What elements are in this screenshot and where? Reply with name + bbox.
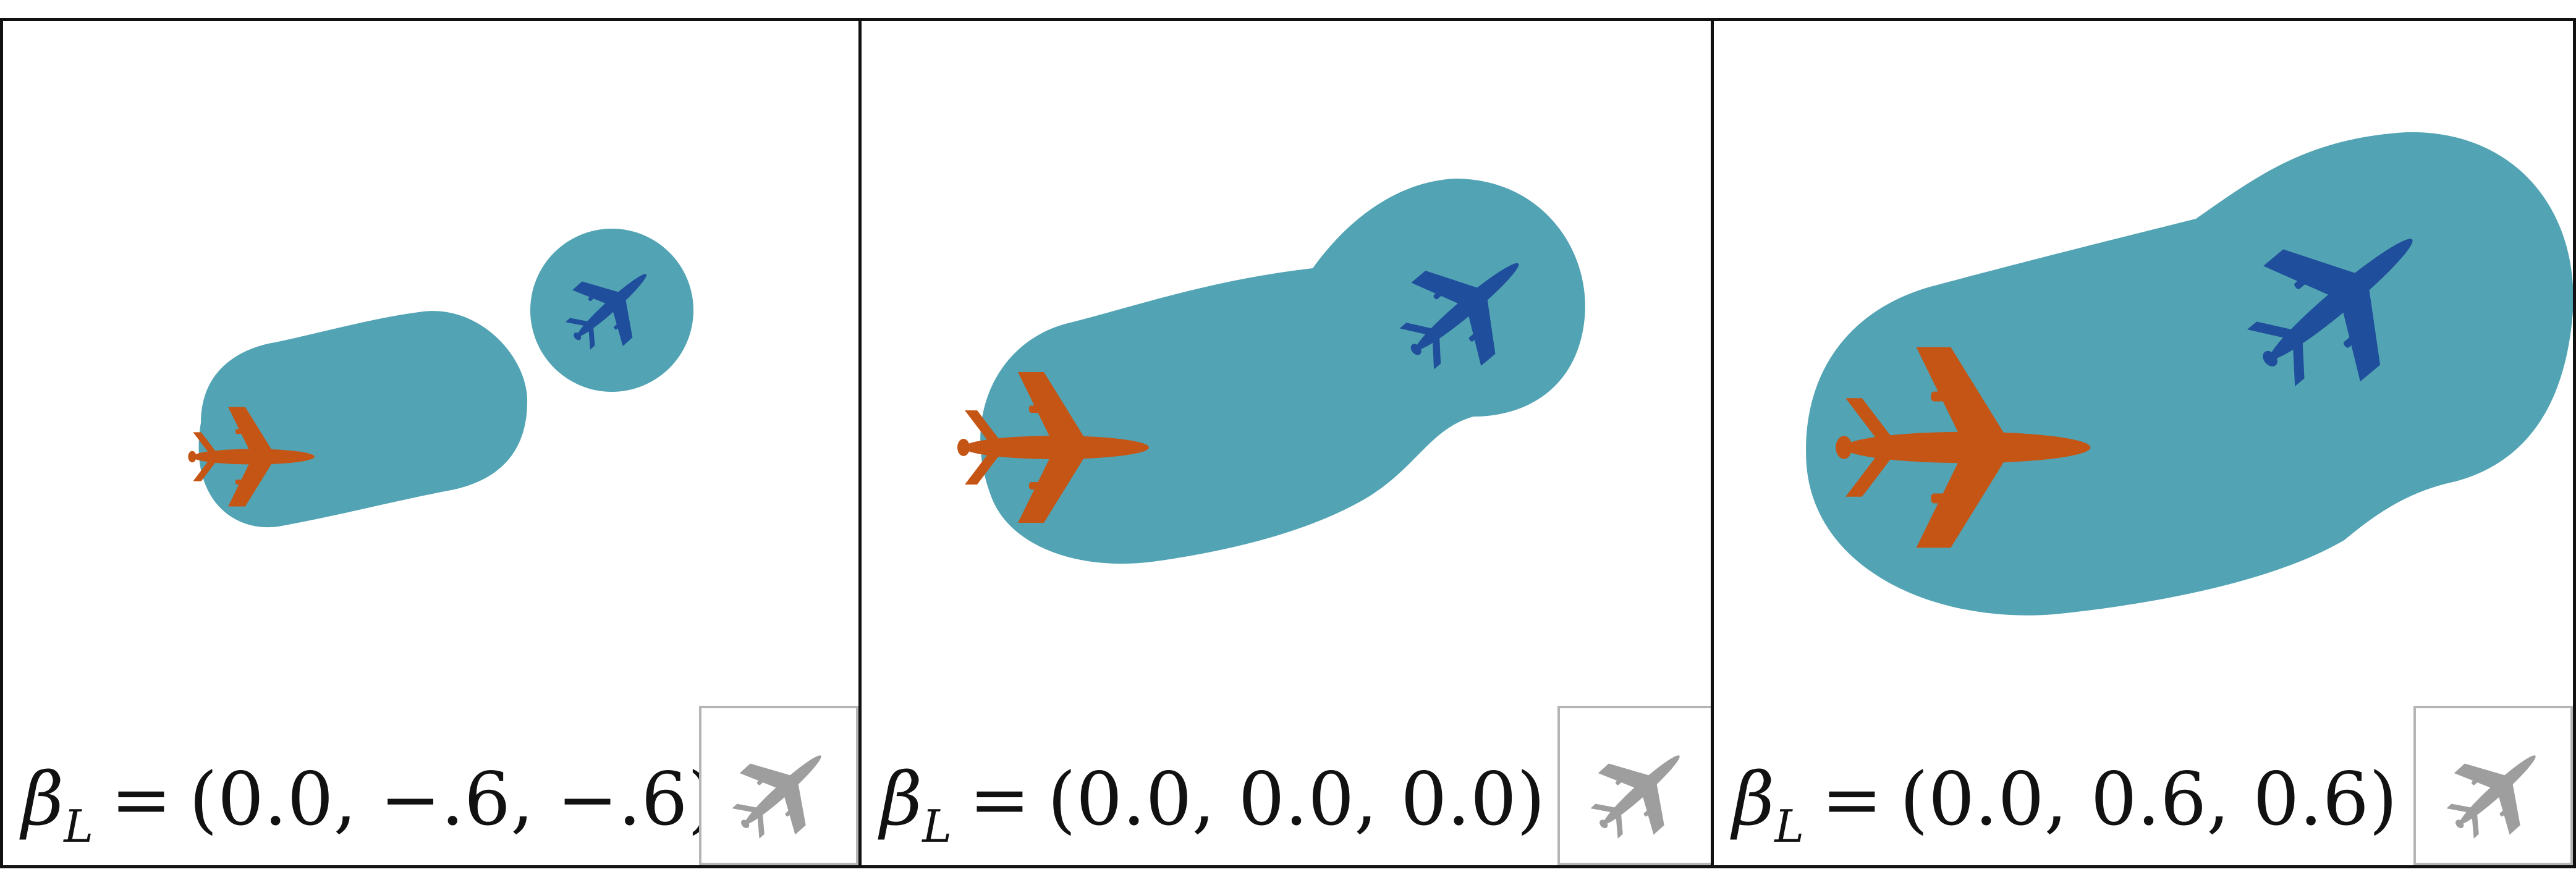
inset-legend-1 [699, 706, 858, 865]
panel-2: βL=(0.0, 0.0, 0.0) [858, 18, 1720, 868]
scene-panel-1 [188, 229, 693, 528]
scene-panel-3 [1806, 132, 2573, 616]
inset-legend-3 [2413, 706, 2573, 865]
airplane-icon [1573, 724, 1708, 857]
beta-label-3: βL=(0.0, 0.6, 0.6) [1732, 756, 2397, 852]
beta-label-2: βL=(0.0, 0.0, 0.0) [880, 756, 1545, 852]
scene-panel-2 [957, 179, 1585, 564]
reachable-region [198, 229, 693, 528]
panel-1: βL=(0.0, −.6, −.6) [0, 18, 862, 868]
airplane-icon [2429, 724, 2564, 857]
airplane-icon [714, 724, 849, 857]
beta-label-1: βL=(0.0, −.6, −.6) [22, 756, 716, 852]
reachable-region [1806, 132, 2573, 616]
reachable-region [980, 179, 1585, 564]
inset-legend-2 [1557, 706, 1717, 865]
panel-3: βL=(0.0, 0.6, 0.6) [1711, 18, 2576, 868]
